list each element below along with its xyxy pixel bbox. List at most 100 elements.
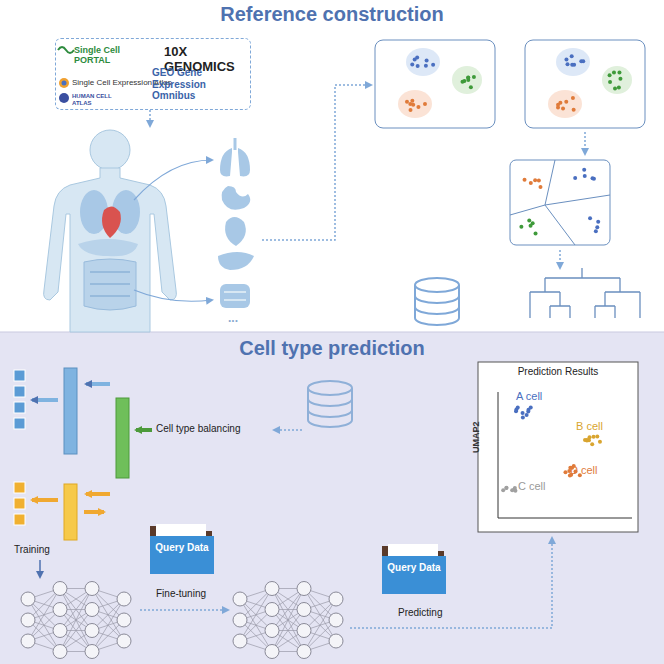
cell-dot [595, 225, 599, 229]
net-neuron [265, 582, 279, 596]
cell-dot [533, 178, 537, 182]
folder-paper [388, 544, 438, 556]
dataset-panel [375, 40, 495, 128]
cell-dot [416, 105, 420, 109]
cell-dot [594, 229, 598, 233]
partition-lines [510, 160, 610, 245]
cell-dot [521, 416, 525, 420]
cell-dot [591, 176, 595, 180]
cell-dot [409, 108, 413, 112]
cell-dot [588, 216, 592, 220]
output-cube [14, 498, 25, 509]
label-holder: Training [14, 544, 50, 556]
section-band: Reference constructionSingle Cell PORTAL… [0, 0, 664, 332]
output-cubes [14, 370, 25, 525]
net-neuron [265, 624, 279, 638]
cell-dot [561, 106, 565, 110]
net-neuron [265, 603, 279, 617]
cell-dot [618, 77, 622, 81]
text-holder: Prediction Results [478, 366, 638, 378]
logo-icons [58, 47, 74, 103]
net-neuron [297, 624, 311, 638]
cluster-halo [602, 66, 632, 94]
text-holder: Query Data [384, 562, 444, 574]
finetune-arrow [140, 609, 228, 611]
net-neuron [53, 645, 67, 659]
cell-dot [598, 440, 602, 444]
cell-dot [613, 86, 617, 90]
dataset-arrow [262, 85, 371, 240]
net-neuron [117, 613, 131, 627]
net-neuron [265, 645, 279, 659]
cluster-halo [548, 90, 582, 118]
plot-text: B cell [576, 420, 603, 433]
step-label: Predicting [398, 607, 442, 619]
bar-arrows [32, 384, 152, 512]
results-frame [478, 362, 638, 532]
plot-text: D cell [570, 464, 598, 477]
text-holder: GEO Gene Expression Omnibus [152, 67, 246, 102]
cell-dot [564, 57, 568, 61]
cell-dot [529, 224, 533, 228]
neural-networks [21, 582, 343, 659]
plot-axes [498, 392, 632, 518]
cell-dot [529, 181, 533, 185]
cell-dot [410, 62, 414, 66]
cell-dot [592, 435, 596, 439]
folder-label: Query Data [384, 562, 444, 574]
ellipsis-mark: ... [228, 312, 238, 326]
net-neuron [233, 613, 247, 627]
net-neuron [329, 613, 343, 627]
cell-dot [579, 59, 583, 63]
text-holder: B cell [576, 420, 603, 433]
net-neuron [85, 645, 99, 659]
source-arrow [149, 110, 151, 126]
cell-dot [564, 100, 568, 104]
cell-dot [526, 410, 530, 414]
cell-dot [563, 470, 567, 474]
net-neuron [21, 613, 35, 627]
cell-dot [416, 64, 420, 68]
text-holder: Query Data [152, 542, 212, 554]
source-logo: HUMAN CELL ATLAS [72, 93, 116, 107]
net-neuron [53, 603, 67, 617]
cell-dot [525, 413, 529, 417]
database-icon [308, 381, 352, 427]
organ-column [218, 138, 254, 308]
text-holder: A cell [516, 390, 542, 403]
label-holder: Cell type balancing [156, 423, 241, 435]
predict-arrow [350, 538, 552, 628]
net-neuron [21, 634, 35, 648]
cell-dot [408, 102, 412, 106]
cell-dot [571, 96, 575, 100]
net-neuron [117, 592, 131, 606]
net-neuron [53, 582, 67, 596]
top-panel [0, 0, 664, 332]
net-neuron [329, 592, 343, 606]
section-band: Cell type predictionQuery DataQuery Data… [0, 332, 664, 664]
cluster-halo [452, 66, 482, 94]
net-neuron [297, 645, 311, 659]
source-logo: GEO Gene Expression Omnibus [152, 67, 246, 102]
cell-dot [573, 176, 577, 180]
hierarchy-tree [530, 268, 640, 318]
cell-dot [510, 488, 514, 492]
cluster-halo [398, 90, 432, 118]
cell-dot [461, 80, 465, 84]
cell-dot [521, 411, 525, 415]
query-folder: Query Data [148, 522, 216, 576]
folder-label: Query Data [152, 542, 212, 554]
net-neuron [85, 603, 99, 617]
plot-text: Prediction Results [478, 366, 638, 378]
training-arrow [39, 560, 41, 577]
cell-dot [596, 220, 600, 224]
cell-dot [534, 231, 538, 235]
output-cube [14, 482, 25, 493]
cell-dot [570, 54, 574, 58]
cell-dot [514, 409, 518, 413]
cell-dot [590, 442, 594, 446]
net-neuron [85, 624, 99, 638]
output-cube [14, 386, 25, 397]
